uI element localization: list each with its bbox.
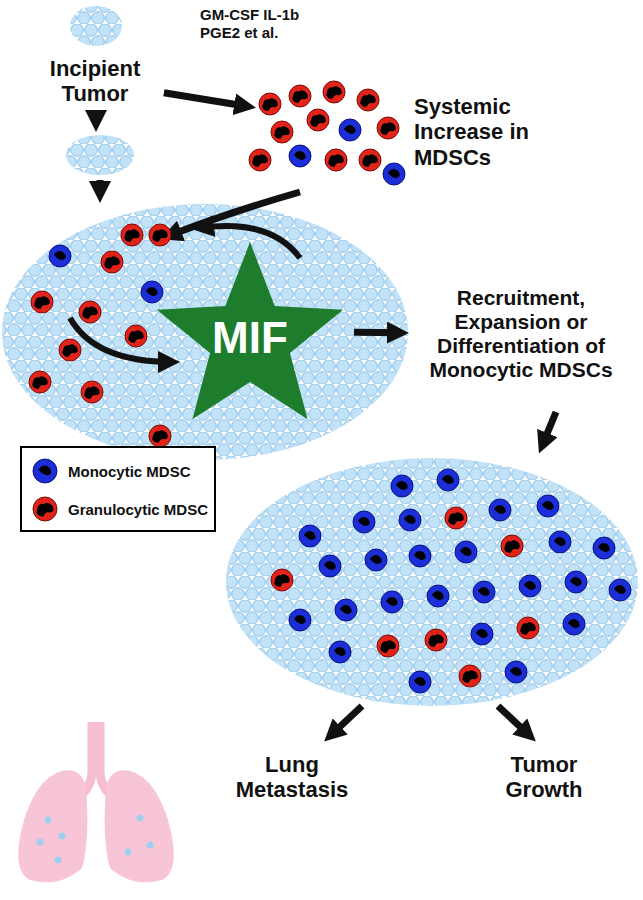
granulocytic-mdsc — [79, 301, 101, 323]
monocytic-mdsc — [299, 525, 321, 547]
flow-arrow — [542, 412, 556, 446]
small-tumor — [66, 135, 134, 175]
granulocytic-mdsc — [307, 109, 329, 131]
flow-arrow — [330, 706, 362, 736]
granulocytic-mdsc — [249, 149, 271, 171]
granulocytic-mdsc — [101, 251, 123, 273]
text-node: Recruitment, Expansion or Differentiatio… — [405, 286, 637, 383]
lungs — [18, 722, 174, 882]
monocytic-mdsc — [335, 599, 357, 621]
connector-arrow — [354, 329, 401, 337]
legend-label: Granulocytic MDSC — [68, 501, 208, 518]
flow-arrow — [93, 112, 100, 124]
granulocytic-mdsc — [259, 93, 281, 115]
edge-label: GM-CSF IL-1b PGE2 et al. — [200, 6, 300, 42]
granulocytic-mdsc — [59, 339, 81, 361]
star-node: MIF — [150, 236, 350, 426]
granulocytic-mdsc — [81, 381, 103, 403]
granulocytic-mdsc — [325, 149, 347, 171]
granulocytic-mdsc — [323, 81, 345, 103]
node-label: Systemic Increase in MDSCs — [414, 94, 552, 170]
granulocytic-mdsc — [31, 291, 53, 313]
text-node: Incipient Tumor — [30, 56, 160, 107]
incipient-cells — [70, 6, 122, 46]
connector-arrow — [164, 93, 248, 107]
monocytic-mdsc — [49, 245, 71, 267]
node-label: Tumor Growth — [474, 752, 614, 803]
monocytic-mdsc — [473, 581, 495, 603]
flow-arrow — [498, 706, 530, 736]
monocytic-mdsc — [409, 545, 431, 567]
monocytic-mdsc — [365, 549, 387, 571]
granulocytic-mdsc — [517, 617, 539, 639]
granulocytic-mdsc — [149, 224, 171, 246]
text-node: Systemic Increase in MDSCs — [252, 94, 552, 170]
tumor-mass — [2, 204, 408, 460]
granulocytic-mdsc — [271, 569, 293, 591]
monocytic-mdsc — [319, 555, 341, 577]
monocytic-mdsc — [519, 575, 541, 597]
monocytic-mdsc — [391, 475, 413, 497]
monocytic-mdsc — [565, 571, 587, 593]
monocytic-mdsc — [471, 623, 493, 645]
node-label: Lung Metastasis — [222, 752, 362, 803]
monocytic-mdsc — [381, 591, 403, 613]
star-outline — [157, 242, 343, 419]
node-label: Incipient Tumor — [30, 56, 160, 107]
monocytic-mdsc — [427, 585, 449, 607]
monocytic-mdsc — [399, 509, 421, 531]
legend-box: Monocytic MDSC Granulocytic MDSC — [20, 446, 216, 532]
monocytic-mdsc — [329, 641, 351, 663]
grown-tumor — [226, 458, 638, 706]
legend-swatch — [30, 456, 60, 486]
monocytic-mdsc — [609, 579, 631, 601]
legend-label: Monocytic MDSC — [68, 463, 191, 480]
granulocytic-mdsc — [359, 149, 381, 171]
monocytic-mdsc — [563, 613, 585, 635]
monocytic-mdsc — [437, 469, 459, 491]
monocytic-mdsc — [593, 537, 615, 559]
granulocytic-mdsc — [377, 117, 399, 139]
monocytic-mdsc — [289, 609, 311, 631]
monocytic-mdsc — [537, 495, 559, 517]
granulocytic-mdsc — [289, 85, 311, 107]
granulocytic-mdsc — [29, 371, 51, 393]
granulocytic-mdsc — [445, 507, 467, 529]
granulocytic-mdsc — [459, 665, 481, 687]
granulocytic-mdsc — [425, 629, 447, 651]
legend-row: Monocytic MDSC — [30, 456, 191, 486]
loop-arrow — [70, 318, 172, 362]
granulocytic-mdsc — [501, 535, 523, 557]
granulocytic-mdsc — [357, 89, 379, 111]
monocytic-mdsc — [141, 281, 163, 303]
monocytic-mdsc — [549, 531, 571, 553]
monocytic-mdsc — [339, 119, 361, 141]
granulocytic-mdsc — [121, 224, 143, 246]
text-node: Lung Metastasis — [222, 752, 362, 803]
granulocytic-mdsc — [377, 635, 399, 657]
granulocytic-mdsc — [125, 325, 147, 347]
granulocytic-mdsc — [33, 497, 57, 521]
monocytic-mdsc — [489, 499, 511, 521]
monocytic-mdsc — [353, 511, 375, 533]
monocytic-mdsc — [505, 661, 527, 683]
monocytic-mdsc — [409, 671, 431, 693]
infiltration-arrow — [168, 192, 300, 236]
legend-row: Granulocytic MDSC — [30, 494, 208, 524]
text-node: Tumor Growth — [474, 752, 614, 803]
monocytic-mdsc — [455, 541, 477, 563]
monocytic-mdsc — [33, 459, 57, 483]
flow-arrow — [97, 180, 104, 195]
legend-swatch — [30, 494, 60, 524]
granulocytic-mdsc — [271, 121, 293, 143]
node-label: Recruitment, Expansion or Differentiatio… — [405, 286, 637, 383]
monocytic-mdsc — [383, 163, 405, 185]
star-label: MIF — [212, 313, 288, 364]
granulocytic-mdsc — [149, 425, 171, 447]
monocytic-mdsc — [289, 145, 311, 167]
